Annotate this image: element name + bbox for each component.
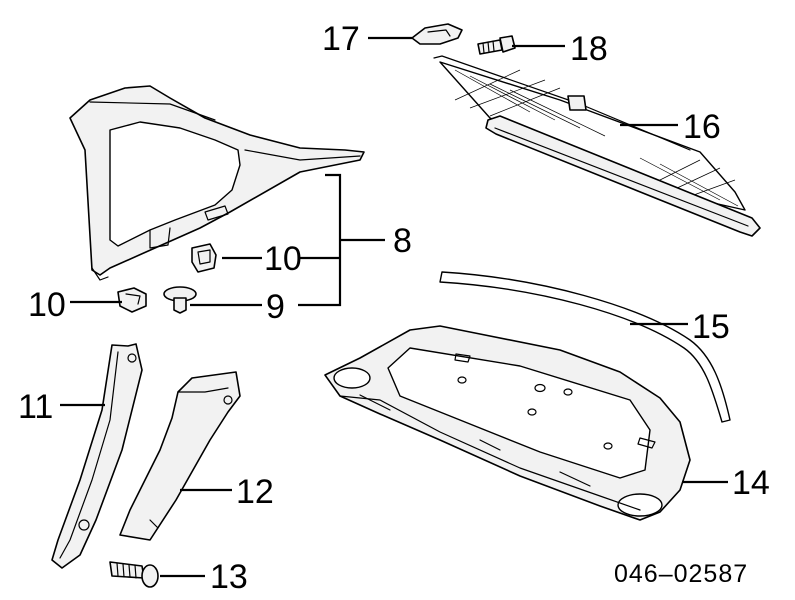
- callout-8: 8: [393, 222, 412, 260]
- part-9-push-pin: [163, 286, 197, 314]
- leader-lines: [60, 36, 728, 578]
- part-12-trim-panel: [119, 371, 241, 541]
- callout-13: 13: [210, 558, 248, 596]
- part-16-cargo-net: [433, 55, 761, 237]
- callout-12: 12: [236, 473, 274, 511]
- callout-16: 16: [683, 108, 721, 146]
- callout-15: 15: [692, 308, 730, 346]
- part-11-pillar-trim: [51, 343, 143, 569]
- part-13-screw: [109, 561, 159, 588]
- part-15-weatherstrip: [439, 271, 731, 423]
- part-10-upper-clip: [191, 243, 217, 273]
- part-18-screw: [477, 35, 516, 55]
- diagram-code: 046–02587: [614, 560, 748, 588]
- callout-18: 18: [570, 30, 608, 68]
- callout-14: 14: [732, 464, 770, 502]
- callout-9: 9: [266, 288, 285, 326]
- callout-11: 11: [18, 388, 53, 426]
- part-14-package-tray: [324, 325, 691, 521]
- callout-17: 17: [322, 20, 360, 58]
- part-17-clip: [411, 23, 463, 45]
- part-10-lower-clip: [117, 287, 147, 313]
- part-8-quarter-trim-panel: [69, 85, 365, 281]
- callout-10-upper: 10: [264, 240, 302, 278]
- callout-10-lower: 10: [28, 286, 66, 324]
